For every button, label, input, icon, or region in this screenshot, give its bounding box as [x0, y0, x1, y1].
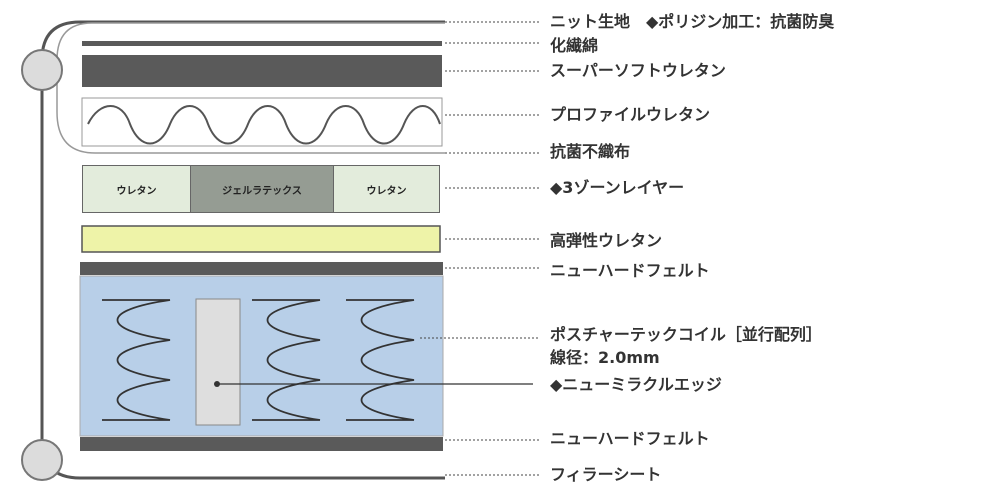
- label-new-hard-felt-top: ニューハードフェルト: [550, 261, 710, 280]
- outer-frame: [40, 20, 445, 480]
- leader-lines: [420, 21, 540, 476]
- new-hard-felt-top-layer: [80, 262, 443, 275]
- coil-section: [79, 275, 444, 437]
- zone-right-cell: ウレタン: [333, 165, 440, 213]
- label-three-zone-layer: ◆3ゾーンレイヤー: [550, 178, 685, 197]
- zone-left-cell: ウレタン: [82, 165, 191, 213]
- zone-right-label: ウレタン: [366, 185, 407, 197]
- coil-spring: [102, 299, 171, 421]
- profile-urethane-wave: [87, 105, 441, 145]
- label-antibacterial-nonwoven: 抗菌不織布: [550, 142, 631, 161]
- high-resilience-urethane-layer: [81, 225, 441, 253]
- zone-center-label: ジェルラテックス: [222, 185, 302, 197]
- coil-spring: [252, 299, 321, 421]
- edge-support-block: [195, 298, 241, 426]
- label-new-miracle-edge: ◆ニューミラクルエッジ: [550, 375, 722, 394]
- label-super-soft-urethane: スーパーソフトウレタン: [550, 61, 726, 80]
- zone-center-cell: ジェルラテックス: [190, 165, 334, 213]
- edge-leader-dot: [214, 381, 220, 387]
- zone-left-label: ウレタン: [116, 185, 157, 197]
- label-knit-fabric: ニット生地 ◆ポリジン加工：抗菌防臭: [550, 12, 835, 31]
- label-profile-urethane: プロファイルウレタン: [550, 105, 711, 124]
- super-soft-urethane-layer: [82, 55, 442, 87]
- label-posture-tech-coil: ポスチャーテックコイル［並行配列］: [550, 325, 822, 344]
- corner-handle-top: [21, 49, 63, 91]
- label-filler-sheet: フィラーシート: [550, 465, 662, 484]
- label-high-resilience-urethane: 高弾性ウレタン: [550, 231, 663, 250]
- profile-urethane-layer: [81, 97, 443, 147]
- synthetic-cotton-layer: [82, 41, 442, 46]
- label-synthetic-cotton: 化繊綿: [550, 36, 599, 55]
- new-hard-felt-bottom-layer: [80, 437, 443, 451]
- corner-handle-bottom: [21, 439, 63, 481]
- top-cover-outline: [56, 22, 445, 154]
- label-new-hard-felt-bottom: ニューハードフェルト: [550, 429, 710, 448]
- coil-spring: [346, 299, 415, 421]
- label-wire-diameter: 線径：2.0mm: [550, 348, 660, 367]
